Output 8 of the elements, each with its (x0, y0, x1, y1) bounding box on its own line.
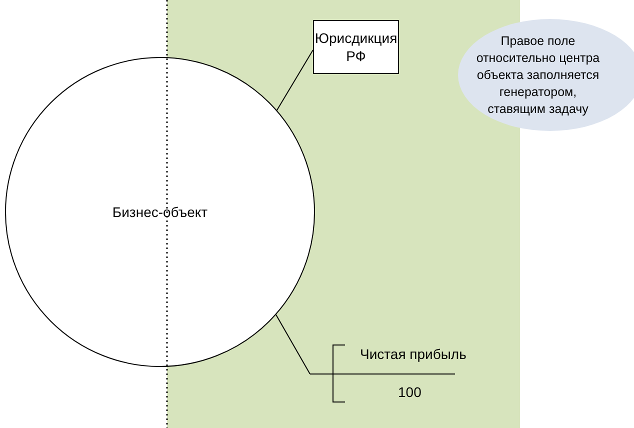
jurisdiction-box (313, 20, 399, 74)
leader-line (276, 314, 310, 374)
node-label: Юрисдикция РФ (314, 29, 398, 65)
leader-line (276, 50, 314, 111)
value-number: 100 (398, 383, 422, 402)
value-title: Чистая прибыль (360, 345, 466, 364)
note-text: Правое поле относительно центра объекта заполняется генератором, ставящим задачу (475, 32, 601, 118)
node-label: Бизнес-объект (112, 202, 208, 222)
